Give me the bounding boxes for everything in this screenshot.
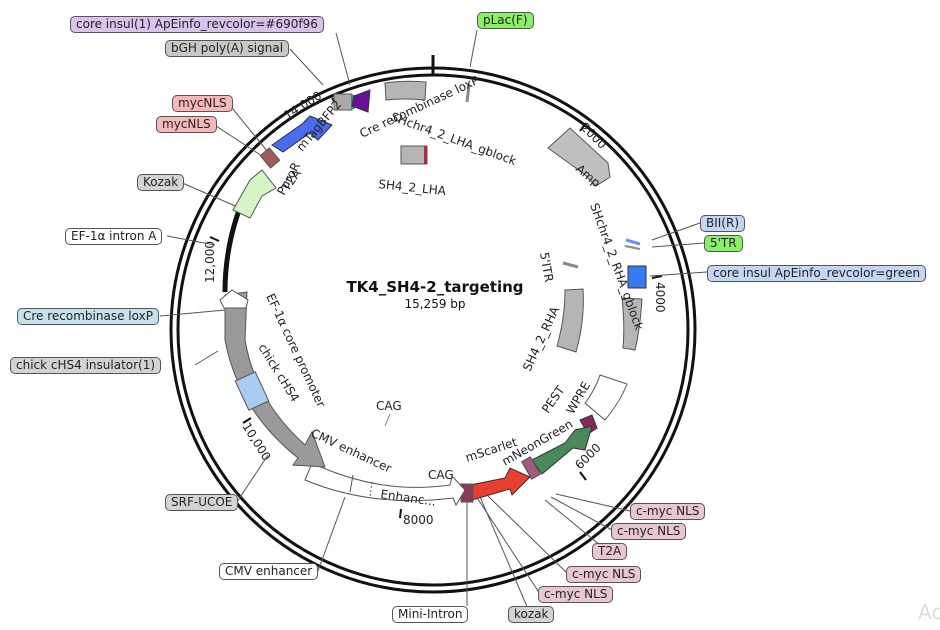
label-core-insul-purple[interactable]: core insul(1) ApEinfo_revcolor=#690f96 (70, 16, 324, 33)
puror-feature (232, 169, 277, 219)
label-ef1a-intron[interactable]: EF-1α intron A (65, 228, 163, 245)
tick-label-8000: 8000 (403, 513, 434, 527)
tr-feature (624, 245, 641, 250)
label-5tr[interactable]: 5'TR (704, 235, 743, 252)
core-insul-green-feature (627, 265, 647, 289)
label-cre-loxp[interactable]: Cre recombinase loxP (17, 308, 159, 325)
t2a-feature (259, 147, 281, 169)
label-c-myc-nls-2[interactable]: c-myc NLS (611, 523, 687, 540)
inner-label-sh4-2-lha: SH4_2_LHA (378, 177, 448, 198)
label-leaders (159, 29, 708, 610)
label-c-myc-nls-4[interactable]: c-myc NLS (538, 586, 614, 603)
mscarlet-feature (469, 467, 531, 501)
amp-feature (547, 127, 611, 187)
label-bgh-polya[interactable]: bGH poly(A) signal (165, 40, 290, 57)
sh4-2-lha-mark (424, 146, 427, 164)
label-chick-chs4-insulator[interactable]: chick cHS4 insulator(1) (10, 357, 162, 374)
cag-feature (304, 462, 466, 507)
lha-gblock-feature (384, 80, 427, 101)
label-cmv-enhancer[interactable]: CMV enhancer (219, 563, 319, 580)
plasmid-title: TK4_SH4-2_targeting (346, 278, 524, 296)
core-insul-feature (351, 89, 371, 113)
label-plac-f[interactable]: pLac(F) (477, 12, 534, 29)
chs4-blue-segment (234, 371, 270, 411)
wpre-feature (584, 374, 628, 421)
watermark-text: Ac (918, 600, 940, 624)
inner-label-cag-top: CAG (376, 399, 402, 413)
label-mycnls-2[interactable]: mycNLS (156, 116, 217, 133)
inner-label-pest: PEST (539, 383, 568, 416)
label-bii-r[interactable]: BII(R) (700, 215, 746, 232)
inner-label-sh4-2-rha: SH4_2_RHA (520, 304, 562, 374)
mtagbfp2-feature (271, 115, 333, 153)
mneongreen-feature (531, 425, 593, 475)
mneongreen-nls-mark (520, 456, 542, 480)
plasmid-size: 15,259 bp (404, 297, 466, 311)
bii-feature (625, 238, 641, 246)
label-mycnls-1[interactable]: mycNLS (172, 95, 233, 112)
inner-label-cag-bottom: CAG (428, 468, 454, 482)
cre-loxp-white-arrow (219, 289, 249, 309)
cag-divider (349, 474, 354, 493)
label-c-myc-nls-3[interactable]: c-myc NLS (566, 566, 642, 583)
itr-feature (562, 261, 579, 269)
cag-inner-tick (384, 413, 391, 427)
tick-label-4000: 4000 (653, 282, 667, 313)
sh4-2-lha-feature (400, 145, 428, 165)
label-core-insul-green[interactable]: core insul ApEinfo_revcolor=green (707, 265, 927, 282)
inner-label-5itr: 5'ITR (537, 251, 556, 283)
label-mini-intron[interactable]: Mini-Intron (392, 606, 469, 623)
label-srf-ucoe[interactable]: SRF-UCOE (165, 494, 239, 511)
tick-label-12000: 12,000 (203, 241, 217, 283)
label-t2a[interactable]: T2A (592, 543, 628, 560)
plac-feature (465, 84, 471, 103)
rha-gblock-feature (621, 297, 643, 351)
label-c-myc-nls-1[interactable]: c-myc NLS (630, 503, 706, 520)
cag-dash-divider (369, 481, 373, 498)
label-kozak-lower[interactable]: kozak (508, 606, 555, 623)
label-kozak[interactable]: Kozak (137, 174, 185, 191)
sh4-2-rha-feature (556, 288, 584, 353)
